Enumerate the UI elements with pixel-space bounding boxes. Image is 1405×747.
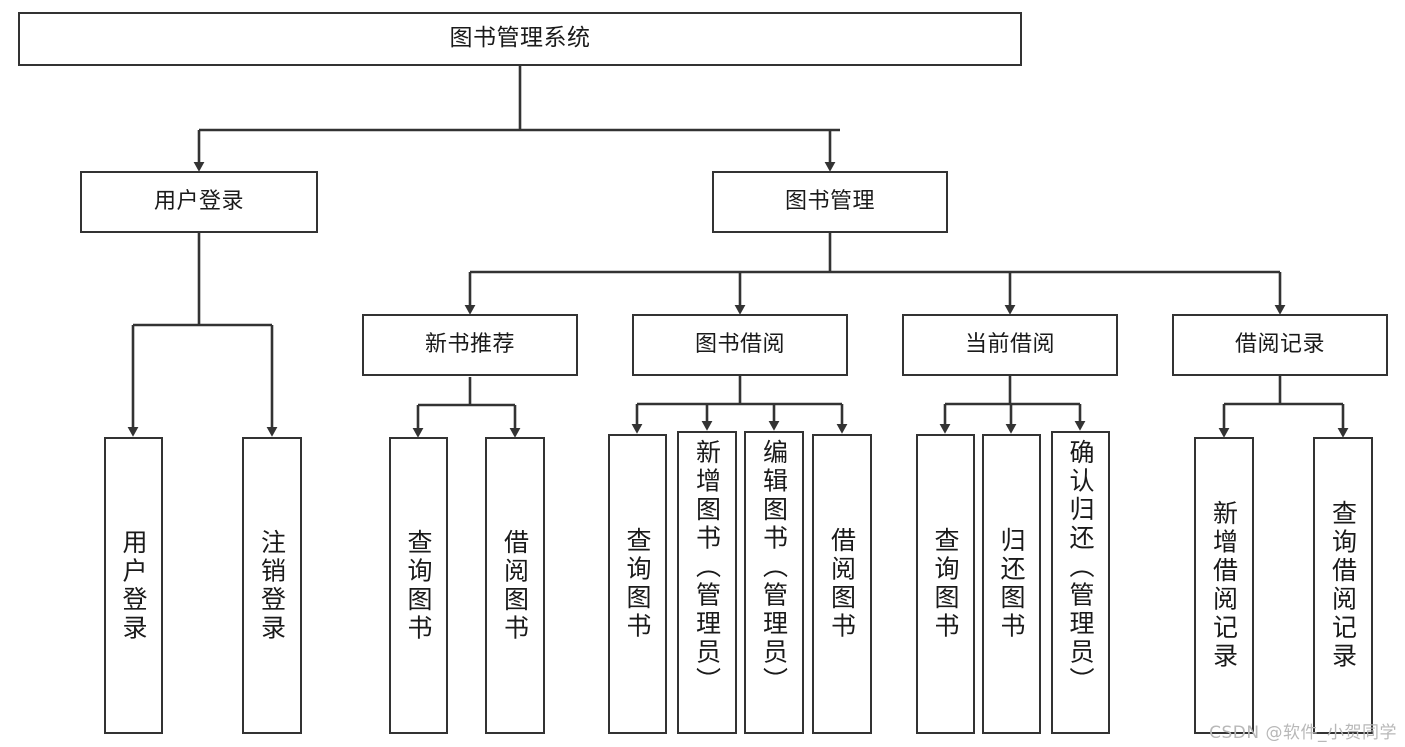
node-label: 图书管理	[784, 189, 875, 215]
node-label: 借阅图书	[827, 527, 857, 641]
node-label: 编辑图书（管理员）	[759, 439, 789, 696]
node-label: 图书管理系统	[449, 25, 591, 52]
node-book-borrow[interactable]: 图书借阅	[632, 314, 848, 376]
node-new-book-recommend[interactable]: 新书推荐	[362, 314, 578, 376]
node-root-system[interactable]: 图书管理系统	[18, 12, 1022, 66]
node-label: 当前借阅	[964, 332, 1055, 358]
leaf-new-book-query[interactable]: 查询图书	[389, 437, 448, 734]
node-label: 图书借阅	[694, 332, 785, 358]
leaf-borrow-record-add[interactable]: 新增借阅记录	[1194, 437, 1254, 734]
leaf-borrow-record-query[interactable]: 查询借阅记录	[1313, 437, 1373, 734]
node-label: 查询图书	[931, 527, 960, 641]
leaf-current-borrow-confirm-return[interactable]: 确认归还（管理员）	[1051, 431, 1110, 734]
node-label: 查询图书	[404, 528, 433, 643]
node-label: 查询借阅记录	[1328, 500, 1358, 671]
node-label: 新增图书（管理员）	[692, 439, 722, 696]
node-label: 用户登录	[119, 528, 148, 643]
leaf-user-login-signin[interactable]: 用户登录	[104, 437, 163, 734]
leaf-current-borrow-return[interactable]: 归还图书	[982, 434, 1041, 734]
node-user-login[interactable]: 用户登录	[80, 171, 318, 233]
node-label: 借阅记录	[1234, 332, 1325, 358]
node-label: 新书推荐	[424, 332, 515, 358]
node-label: 注销登录	[257, 528, 287, 643]
leaf-new-book-borrow[interactable]: 借阅图书	[485, 437, 545, 734]
leaf-current-borrow-query[interactable]: 查询图书	[916, 434, 975, 734]
node-label: 新增借阅记录	[1209, 500, 1239, 671]
node-book-management[interactable]: 图书管理	[712, 171, 948, 233]
node-label: 确认归还（管理员）	[1066, 439, 1095, 696]
node-label: 用户登录	[153, 189, 244, 215]
node-current-borrow[interactable]: 当前借阅	[902, 314, 1118, 376]
node-borrow-record[interactable]: 借阅记录	[1172, 314, 1388, 376]
leaf-user-login-signout[interactable]: 注销登录	[242, 437, 302, 734]
node-label: 查询图书	[623, 527, 652, 641]
node-label: 借阅图书	[500, 528, 530, 643]
leaf-book-borrow-edit[interactable]: 编辑图书（管理员）	[744, 431, 804, 734]
leaf-book-borrow-query[interactable]: 查询图书	[608, 434, 667, 734]
leaf-book-borrow-add[interactable]: 新增图书（管理员）	[677, 431, 737, 734]
leaf-book-borrow-borrow[interactable]: 借阅图书	[812, 434, 872, 734]
node-label: 归还图书	[997, 527, 1026, 641]
